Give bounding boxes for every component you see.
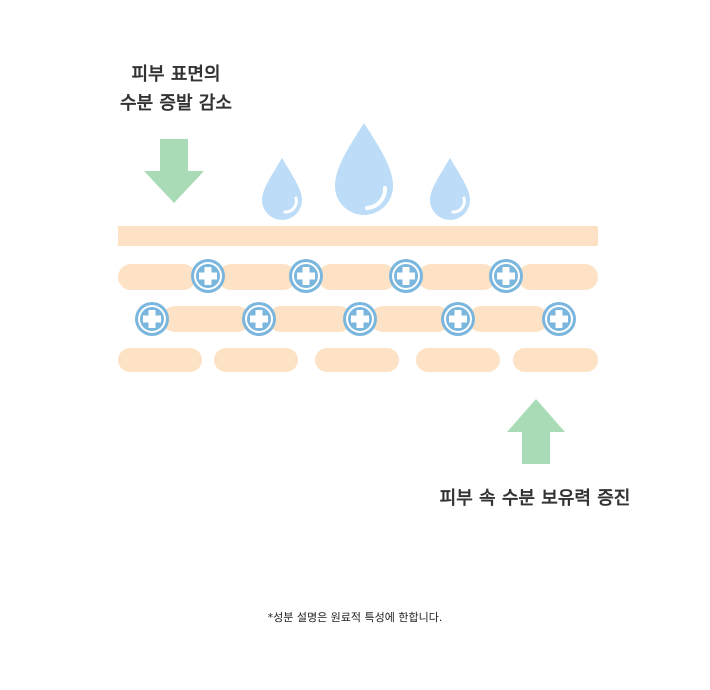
water-droplet-icon [430, 158, 470, 220]
skin-cell-row-2 [162, 306, 548, 332]
plus-circle-icon [242, 302, 276, 336]
plus-circle-icon [289, 259, 323, 293]
plus-circle-icon [441, 302, 475, 336]
surface-evaporation-line-2: 수분 증발 감소 [120, 93, 232, 114]
water-droplet-icon [335, 123, 393, 215]
plus-circle-icon [135, 302, 169, 336]
plus-circle-icon [191, 259, 225, 293]
skin-cell-row-3 [118, 348, 598, 372]
plus-circle-icon [343, 302, 377, 336]
moisture-retention-label: 피부 속 수분 보유력 증진 [439, 488, 631, 509]
skin-surface-layer [118, 226, 598, 246]
surface-evaporation-label: 피부 표면의 수분 증발 감소 [76, 60, 276, 118]
disclaimer-footnote: *성분 설명은 원료적 특성에 한합니다. [267, 611, 443, 624]
water-droplet-icon [262, 158, 302, 220]
arrow-down-icon [144, 139, 204, 203]
arrow-up-icon [507, 399, 565, 464]
plus-circle-icon [389, 259, 423, 293]
plus-circle-icon [489, 259, 523, 293]
surface-evaporation-line-1: 피부 표면의 [131, 64, 221, 85]
plus-circle-icon [542, 302, 576, 336]
skin-cell-row-1 [118, 264, 598, 290]
